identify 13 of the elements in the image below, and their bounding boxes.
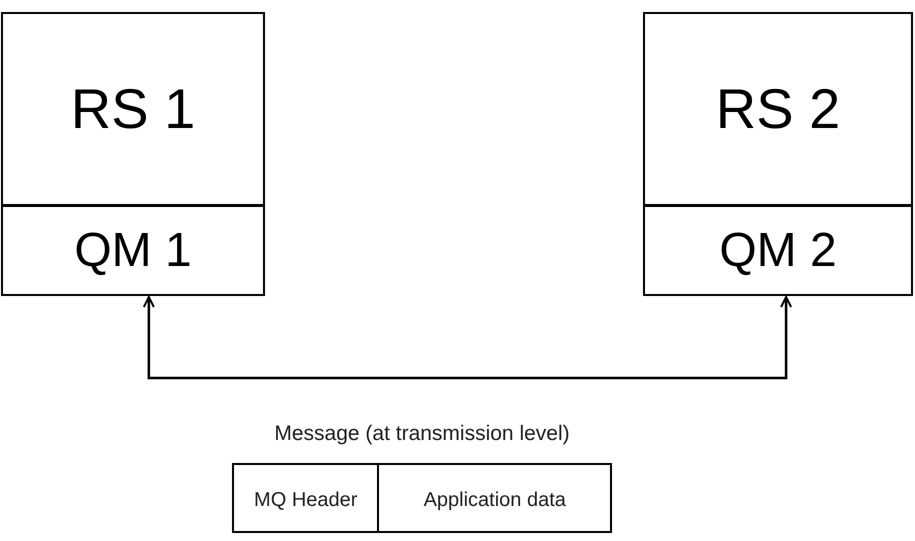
- cell-text: MQ Header: [254, 488, 358, 512]
- box-label: QM 1: [74, 222, 192, 278]
- box-label: QM 2: [719, 222, 837, 278]
- queue-manager-box: [643, 205, 913, 296]
- table-heading: Message (at transmission level): [274, 421, 570, 447]
- message-table: [232, 462, 612, 532]
- queue-manager-box: [1, 205, 265, 296]
- server-box: [1, 12, 265, 206]
- cell-text: Application data: [424, 488, 566, 512]
- box-label: RS 1: [70, 76, 196, 142]
- box-label: RS 2: [716, 76, 840, 142]
- server-box: [643, 12, 913, 206]
- connector-arrow: [142, 296, 792, 380]
